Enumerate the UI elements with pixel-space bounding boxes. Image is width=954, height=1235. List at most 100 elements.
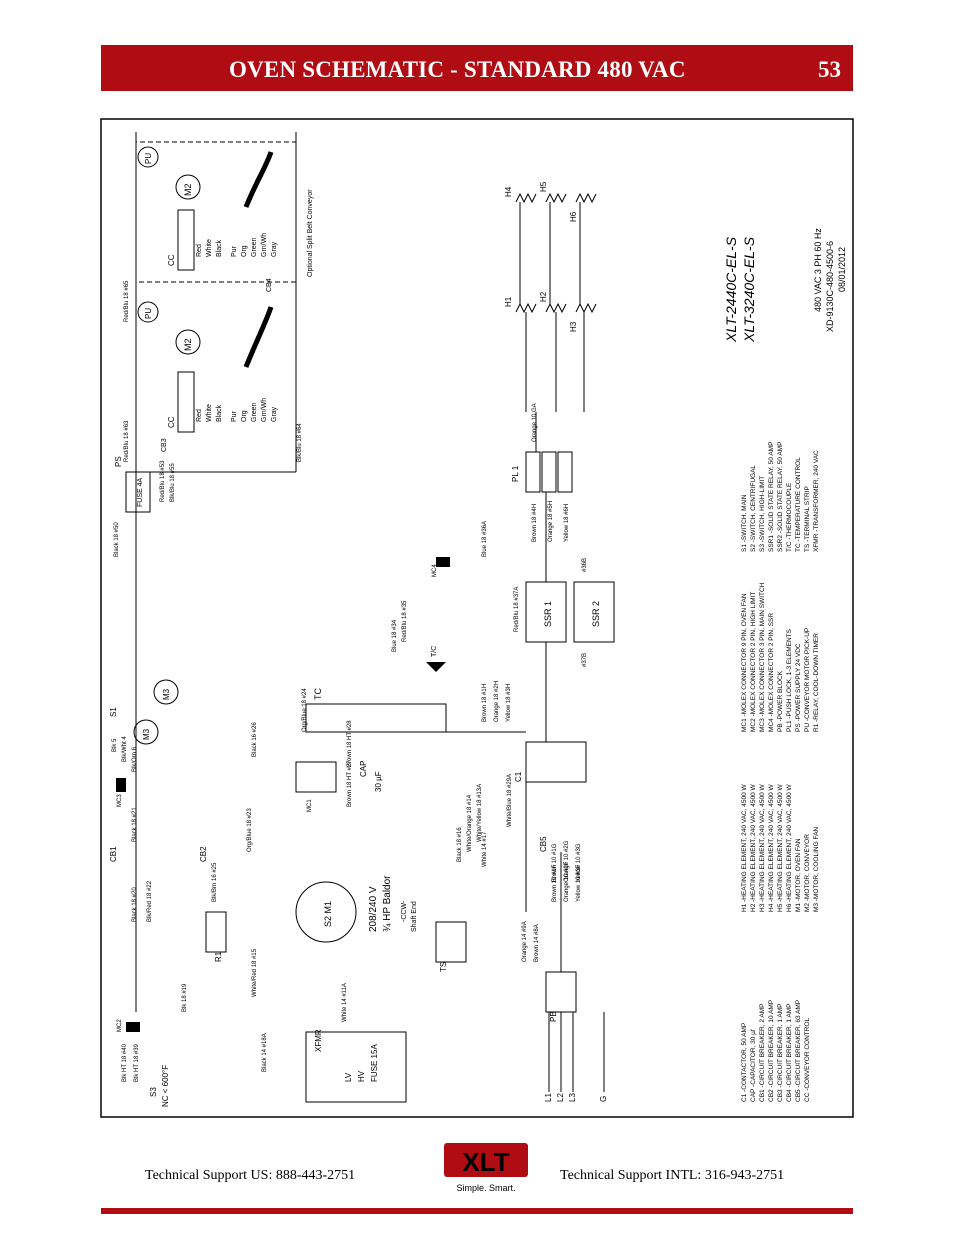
s2m1-label: S2 M1 [323, 901, 333, 927]
svg-text:M2 -MOTOR, CONVEYOR: M2 -MOTOR, CONVEYOR [804, 834, 811, 912]
tc-probe-tip [426, 662, 446, 672]
ssr2-box [573, 581, 615, 643]
svg-text:MC3 -MOLEX CONNECTOR 3 PIN, MA: MC3 -MOLEX CONNECTOR 3 PIN, MAIN SWITCH [759, 582, 766, 732]
wire-red-blu-65: Red/Blu 18 #65 [124, 280, 130, 322]
support-intl: Technical Support INTL: 316-943-2751 [560, 1168, 785, 1183]
ps-label: PS [114, 456, 123, 467]
cc-wire-green: Green [251, 402, 258, 422]
h5-element [545, 192, 567, 204]
motor-note-2: Shaft End [411, 901, 418, 932]
cb5-label: CB5 [539, 836, 548, 852]
h3-element [575, 302, 597, 314]
ssr1-label: SSR 1 [543, 601, 553, 627]
wire-blk-19: Blk 18 #19 [182, 983, 188, 1012]
spec-text: 480 VAC 3 PH 60 Hz [813, 228, 823, 312]
pu-circle-opt [137, 146, 159, 168]
svg-text:MC1 -MOLEX CONNECTOR 9 PIN, OV: MC1 -MOLEX CONNECTOR 9 PIN, OVEN FAN [741, 593, 748, 732]
pb-label: PB [549, 1011, 558, 1022]
svg-text:H6 -HEATING ELEMENT, 240 VAC,: H6 -HEATING ELEMENT, 240 VAC, 4500 W [786, 784, 793, 912]
xfmr-box [305, 1031, 407, 1103]
wire-brown-1g: Brown 10 #1G [552, 843, 558, 882]
wire-blk-wht-4: Blk/Wht 4 [122, 736, 128, 762]
svg-text:XFMR -TRANSFORMER, 240 VAC: XFMR -TRANSFORMER, 240 VAC [813, 450, 820, 552]
svg-text:S3 -SWITCH, HIGH-LIMIT: S3 -SWITCH, HIGH-LIMIT [759, 476, 766, 552]
svg-text:CB4 -CIRCUIT BREAKER, 1 AMP: CB4 -CIRCUIT BREAKER, 1 AMP [786, 1004, 793, 1103]
cc-wire-opt-pur: Pur [231, 245, 238, 257]
motor-rating-2: ¾ HP Baldor [382, 875, 393, 932]
cc-wire-pur: Pur [231, 410, 238, 422]
svg-text:PL1 -PUSH LOCK, 1-3 ELEMENTS: PL1 -PUSH LOCK, 1-3 ELEMENTS [786, 628, 793, 732]
wire-orange-5h: Orange 18 #5H [548, 501, 554, 542]
legend-col1: C1 -CONTACTOR, 50 AMP CAP -CAPACITOR, 30… [741, 1000, 811, 1102]
h2-element [545, 302, 567, 314]
svg-text:TS -TERMINAL STRIP: TS -TERMINAL STRIP [804, 486, 811, 552]
ssr2-label: SSR 2 [591, 601, 601, 627]
mc2-label: MC2 [117, 1019, 123, 1032]
wire-orange-2h: Orange 18 #2H [494, 681, 500, 722]
cb4-label: CB4 [266, 278, 273, 292]
xlt-logo: XLT Simple. Smart. [444, 1143, 528, 1193]
wire-white-yellow-13a: White/Yellow 18 #13A [477, 784, 483, 842]
svg-text:CB3 -CIRCUIT BREAKER, 1 AMP: CB3 -CIRCUIT BREAKER, 1 AMP [777, 1004, 784, 1103]
wire-black-21: Black 18 #21 [132, 807, 138, 842]
wire-blk-red-22: Blk/Red 18 #22 [147, 880, 153, 922]
wire-brown-1h: Brown 18 #1H [482, 684, 488, 722]
wire-blue-34: Blue 18 #34 [392, 619, 398, 652]
l2-label: L2 [556, 1093, 565, 1102]
wire-white-14-11a: White 14 #11A [342, 983, 348, 1022]
pl1-label: PL 1 [511, 465, 520, 482]
wire-white-orange-14: White/Orange 18 #14 [467, 794, 473, 852]
svg-text:H1 -HEATING ELEMENT, 240 VAC,: H1 -HEATING ELEMENT, 240 VAC, 4500 W [741, 784, 748, 912]
wire-yellow-3g: Yellow 10 #3G [576, 843, 582, 882]
page-title: OVEN SCHEMATIC - STANDARD 480 VAC [229, 57, 686, 82]
cc-wire-white: White [206, 404, 213, 422]
svg-text:T/C -THERMOCOUPLE: T/C -THERMOCOUPLE [786, 482, 793, 552]
footer-bar [101, 1208, 853, 1214]
logo-backdrop [444, 1143, 528, 1177]
mc1-block [295, 761, 337, 793]
svg-text:SSR2 -SOLID STATE RELAY, 50 AM: SSR2 -SOLID STATE RELAY, 50 AMP [777, 442, 784, 552]
g-label: G [599, 1096, 608, 1102]
m2-circle [175, 329, 201, 355]
cc-wire-grnwh: Grn/Wh [261, 398, 268, 422]
wire-yellow-6h: Yellow 18 #6H [564, 504, 570, 542]
wire-black-16-26: Black 16 #26 [252, 722, 258, 757]
svg-text:S2 -SWITCH, CENTRIFUGAL: S2 -SWITCH, CENTRIFUGAL [750, 465, 757, 552]
wire-black-20: Black 18 #20 [132, 887, 138, 922]
model-2: XLT-3240C-EL-S [741, 236, 757, 343]
cc-terminal-opt [177, 209, 195, 271]
schematic-rotated-group: Optional Split Belt Conveyor PU M2 CC Re… [109, 132, 847, 1107]
wire-orange-14-9a: Orange 14 #9A [522, 921, 528, 962]
m3-label-b: M3 [142, 728, 151, 740]
pl1-c [557, 451, 573, 493]
wire-org-blue-23: Org/Blue 18 #23 [247, 808, 253, 852]
svg-text:H3 -HEATING ELEMENT, 240 VAC,: H3 -HEATING ELEMENT, 240 VAC, 4500 W [759, 784, 766, 912]
svg-text:H2 -HEATING ELEMENT, 240 VAC,: H2 -HEATING ELEMENT, 240 VAC, 4500 W [750, 784, 757, 912]
svg-text:H5 -HEATING ELEMENT, 240 VAC,: H5 -HEATING ELEMENT, 240 VAC, 4500 W [777, 784, 784, 912]
wire-blk-orn-6: Blk/Orn 6 [132, 746, 138, 772]
wire-blk-brn-25: Blk/Brn 16 #25 [212, 862, 218, 902]
cc-wire-opt-red: Red [196, 244, 203, 257]
xfmr-hv: HV [357, 1070, 366, 1082]
drawing-number: XD-9130C-480-4500-6 [825, 241, 835, 332]
cb2-label: CB2 [199, 846, 208, 862]
oven-schematic: Optional Split Belt Conveyor PU M2 CC Re… [100, 118, 854, 1118]
svg-text:PS -POWER SUPPLY 24 VDC: PS -POWER SUPPLY 24 VDC [795, 643, 802, 732]
pl1-b [541, 451, 557, 493]
support-us: Technical Support US: 888-443-2751 [145, 1168, 356, 1183]
cb1-label: CB1 [109, 846, 118, 862]
wire-black-50: Black 18 #50 [114, 522, 120, 557]
c1-contactor [525, 741, 587, 783]
wire-brown-ht-28: Brown 18 HT #28 [347, 720, 353, 767]
wire-brown-14-8a: Brown 14 #8A [534, 924, 540, 962]
svg-text:CB5 -CIRCUIT BREAKER, 63 AMP: CB5 -CIRCUIT BREAKER, 63 AMP [795, 1000, 802, 1102]
heating-elements: H1 H2 H3 H4 H5 H6 [504, 181, 597, 412]
r1-relay [205, 911, 227, 953]
wire-org-blue-24: Org/Blue 18 #24 [302, 688, 308, 732]
h2-label: H2 [539, 291, 548, 302]
cap-label: CAP [359, 761, 368, 777]
pb-block [545, 971, 577, 1013]
svg-text:PU -CONVEYOR MOTOR PICK-UP: PU -CONVEYOR MOTOR PICK-UP [804, 628, 811, 732]
pu-circle [137, 301, 159, 323]
wire-white-red-15: White/Red 18 #15 [252, 948, 258, 997]
